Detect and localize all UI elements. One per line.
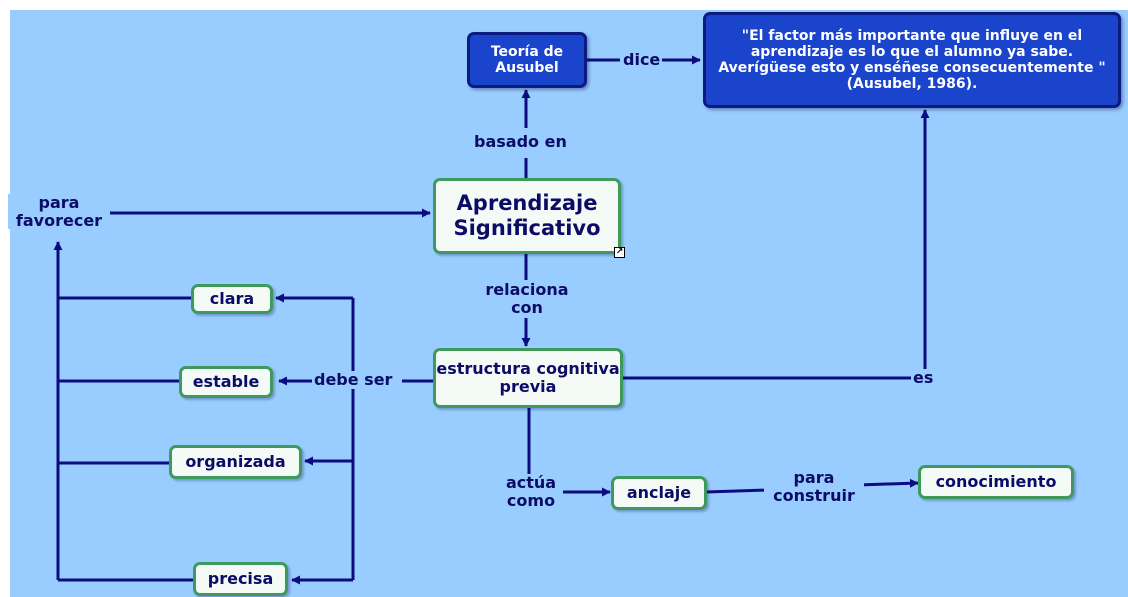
quote-text: "El factor más importante que influye en… xyxy=(718,27,1106,93)
link-label-basado-en: basado en xyxy=(472,132,569,151)
theory-label: Teoría de Ausubel xyxy=(490,43,564,76)
link-label-para-favorecer: para favorecer xyxy=(8,194,110,230)
estable-label: estable xyxy=(192,371,260,391)
link-label-actua-como: actúa como xyxy=(499,474,563,510)
organizada-node[interactable]: organizada xyxy=(169,445,302,479)
link-label-para-construir: para construir xyxy=(764,469,864,505)
conocimiento-node[interactable]: conocimiento xyxy=(918,465,1074,499)
precisa-node[interactable]: precisa xyxy=(193,562,288,596)
prior-structure-label: estructura cognitiva previa xyxy=(436,358,620,396)
precisa-label: precisa xyxy=(207,568,274,588)
link-label-es: es xyxy=(911,368,936,387)
quote-node[interactable]: "El factor más importante que influye en… xyxy=(703,12,1121,108)
clara-node[interactable]: clara xyxy=(191,284,273,314)
main-concept-node[interactable]: Aprendizaje Significativo xyxy=(433,178,621,254)
arrow-construir-to-conocimiento xyxy=(857,478,919,488)
organizada-label: organizada xyxy=(185,451,286,471)
prior-structure-node[interactable]: estructura cognitiva previa xyxy=(433,348,623,408)
link-label-debe-ser: debe ser xyxy=(312,370,395,389)
conocimiento-label: conocimiento xyxy=(935,471,1057,491)
anclaje-label: anclaje xyxy=(626,482,692,502)
main-concept-label: Aprendizaje Significativo xyxy=(453,190,601,240)
link-label-dice: dice xyxy=(621,50,663,69)
link-arrow-icon[interactable]: ↗ xyxy=(614,247,625,258)
estable-node[interactable]: estable xyxy=(179,366,273,398)
theory-node[interactable]: Teoría de Ausubel xyxy=(467,32,587,88)
clara-label: clara xyxy=(209,288,255,308)
anclaje-node[interactable]: anclaje xyxy=(611,476,707,510)
link-label-relaciona-con: relaciona con xyxy=(477,281,577,317)
line-anclaje-to-construir xyxy=(705,488,769,494)
